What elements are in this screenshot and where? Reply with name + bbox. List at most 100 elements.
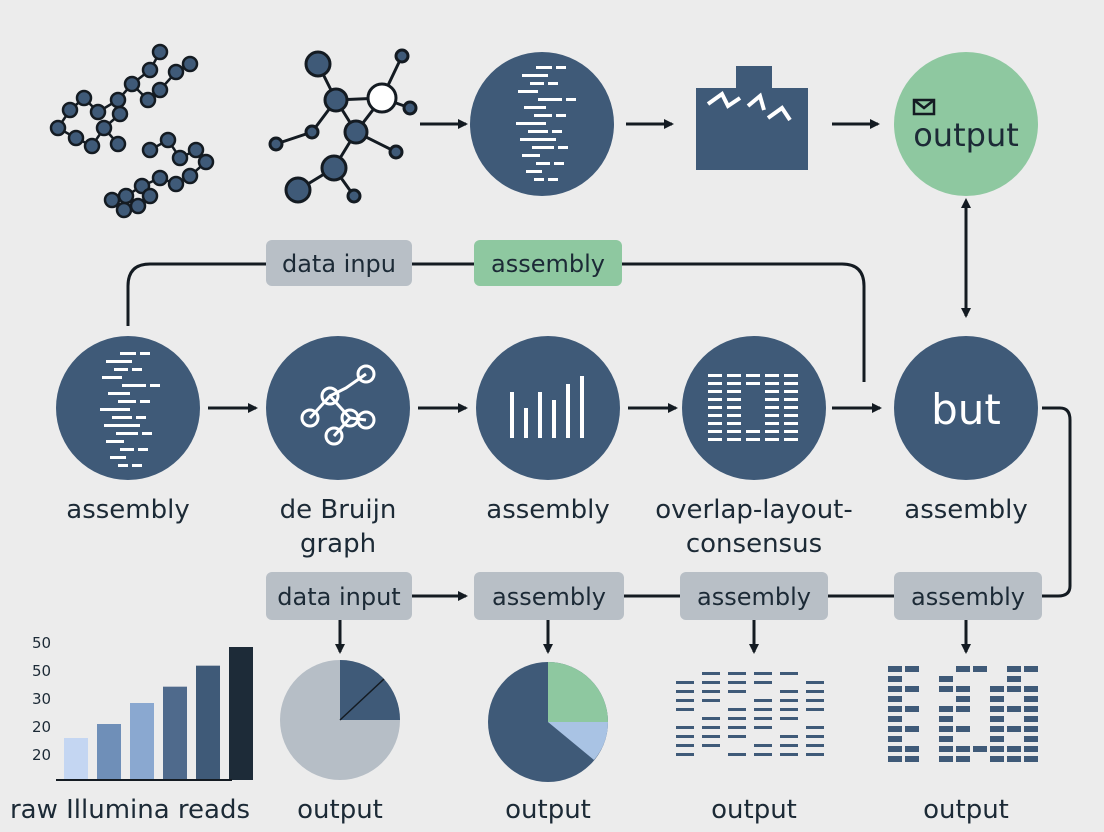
output-block bbox=[905, 756, 919, 762]
output-block bbox=[905, 666, 919, 672]
sequence-bar bbox=[548, 178, 558, 181]
output-dash bbox=[702, 681, 720, 684]
svg-text:data inpu: data inpu bbox=[282, 250, 396, 278]
sequence-bar bbox=[140, 400, 150, 403]
output-block bbox=[888, 706, 902, 712]
output-block bbox=[956, 746, 970, 752]
chart-bar bbox=[196, 665, 220, 780]
grid-dash bbox=[708, 422, 722, 425]
output-block bbox=[990, 706, 1004, 712]
assembly-circle-1 bbox=[56, 336, 200, 480]
output-dash bbox=[702, 672, 720, 675]
output-label-3: output bbox=[711, 795, 797, 825]
grid-dash bbox=[708, 438, 722, 441]
middle-label-3: assembly bbox=[486, 495, 609, 525]
output-dash bbox=[702, 717, 720, 720]
middle-label-2b: graph bbox=[300, 529, 376, 559]
output-block bbox=[939, 676, 953, 682]
grid-dash bbox=[765, 406, 779, 409]
output-block bbox=[905, 726, 919, 732]
grid-dash bbox=[784, 406, 798, 409]
output-block bbox=[888, 696, 902, 702]
sequence-bar bbox=[526, 170, 542, 173]
sequence-bar bbox=[100, 408, 130, 411]
output-block bbox=[888, 676, 902, 682]
sequence-bar bbox=[106, 360, 132, 363]
grid-dash bbox=[765, 422, 779, 425]
output-dash bbox=[780, 735, 798, 738]
output-block bbox=[1007, 666, 1021, 672]
output-dash bbox=[806, 699, 824, 702]
output-block bbox=[888, 716, 902, 722]
output-dash bbox=[728, 672, 746, 675]
grid-dash bbox=[784, 382, 798, 385]
output-dash bbox=[702, 744, 720, 747]
network-graph-icon bbox=[268, 48, 418, 204]
output-dash bbox=[754, 726, 772, 729]
grid-dash bbox=[708, 430, 722, 433]
output-block bbox=[990, 716, 1004, 722]
output-block bbox=[905, 746, 919, 752]
tick-label: 20 bbox=[32, 746, 51, 764]
output-block bbox=[956, 726, 970, 732]
pie-chart-2 bbox=[488, 662, 608, 782]
output-block bbox=[990, 686, 1004, 692]
grid-dash bbox=[765, 382, 779, 385]
sequence-bar bbox=[552, 130, 562, 133]
output-block bbox=[1024, 686, 1038, 692]
output-block bbox=[939, 736, 953, 742]
grid-dash bbox=[708, 382, 722, 385]
grid-dash bbox=[784, 374, 798, 377]
molecule-cluster-icon bbox=[49, 43, 215, 219]
pie-chart-1 bbox=[280, 659, 401, 780]
output-dash bbox=[754, 753, 772, 756]
grid-dash bbox=[784, 422, 798, 425]
chart-bar bbox=[97, 724, 121, 780]
grid-dash bbox=[746, 430, 760, 433]
grid-dash bbox=[765, 398, 779, 401]
output-block bbox=[1007, 726, 1021, 732]
sequence-bar bbox=[524, 106, 546, 109]
output-dash bbox=[806, 690, 824, 693]
chart-caption: raw Illumina reads bbox=[10, 795, 250, 825]
sequence-bar bbox=[118, 464, 128, 467]
tick-label: 20 bbox=[32, 718, 51, 736]
grid-dash bbox=[746, 374, 760, 377]
pill-assembly-lower-2: assembly bbox=[680, 572, 828, 620]
sequence-bar bbox=[548, 82, 558, 85]
output-block bbox=[1007, 756, 1021, 762]
output-dash bbox=[676, 681, 694, 684]
output-block bbox=[1024, 736, 1038, 742]
sequence-bar bbox=[142, 432, 152, 435]
grid-dash bbox=[727, 430, 741, 433]
output-block bbox=[1024, 746, 1038, 752]
output-dash bbox=[780, 717, 798, 720]
sequence-bar bbox=[106, 440, 124, 443]
output-block bbox=[1007, 746, 1021, 752]
grid-dash bbox=[765, 430, 779, 433]
output-block bbox=[1024, 696, 1038, 702]
output-dash bbox=[702, 690, 720, 693]
reads-bar-chart: 50 50 30 20 20 raw Illumina reads bbox=[10, 634, 253, 825]
output-dash bbox=[728, 690, 746, 693]
tick-label: 30 bbox=[32, 690, 51, 708]
but-circle-text: but bbox=[931, 385, 1001, 434]
grid-dash bbox=[708, 398, 722, 401]
sequence-bar bbox=[150, 384, 160, 387]
svg-text:assembly: assembly bbox=[491, 250, 605, 278]
output-dash bbox=[676, 753, 694, 756]
middle-label-4b: consensus bbox=[686, 529, 822, 559]
output-circle: output bbox=[894, 52, 1038, 196]
dash-grid-output-1 bbox=[676, 672, 824, 756]
middle-label-4a: overlap-layout- bbox=[655, 495, 853, 525]
sequence-bar bbox=[522, 74, 548, 77]
grid-dash bbox=[784, 414, 798, 417]
sequence-bar bbox=[120, 352, 136, 355]
output-block bbox=[905, 686, 919, 692]
output-block bbox=[888, 666, 902, 672]
output-dash bbox=[676, 708, 694, 711]
output-dash bbox=[780, 672, 798, 675]
output-block bbox=[939, 756, 953, 762]
output-block bbox=[905, 706, 919, 712]
